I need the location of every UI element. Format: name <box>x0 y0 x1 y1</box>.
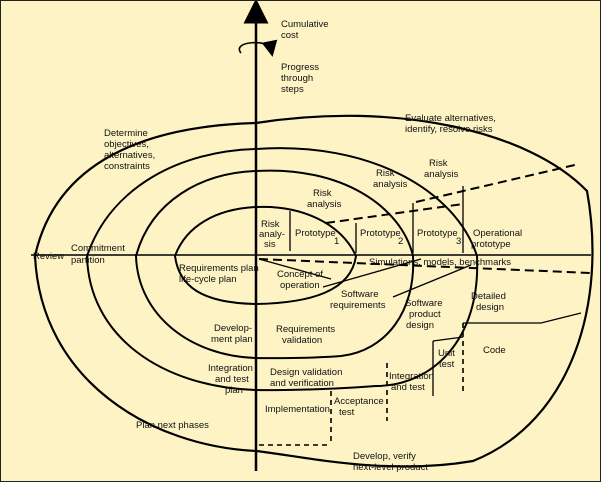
risk-analysis-4-label: Risk analysis <box>424 158 459 180</box>
design-detailed-divider <box>392 264 472 298</box>
prototype-3-label: Prototype <box>417 228 458 239</box>
software-requirements-label: Software requirements <box>330 289 386 311</box>
integration-test-plan-label: Integration and test plan <box>208 363 256 396</box>
unit-test-top <box>432 336 464 342</box>
detailed-design-label: Detailed design <box>471 291 509 313</box>
progress-through-steps-label: Progress through steps <box>281 62 322 95</box>
requirements-plan-label: Requirements plan life-cycle plan <box>179 263 261 285</box>
review-label: Review <box>33 251 64 262</box>
prototype-2-label: Prototype <box>360 228 401 239</box>
integration-and-test-label: Integration and test <box>389 371 437 393</box>
evaluate-alternatives-label: Evaluate alternatives, identify, resolve… <box>405 113 498 135</box>
prototype-1-label: Prototype <box>295 228 336 239</box>
risk-analysis-1-label: Risk analy- sis <box>259 219 288 250</box>
spiral-loop-4 <box>33 114 594 468</box>
spiral-loop-3 <box>85 147 479 392</box>
determine-objectives-label: Determine objectives, alternatives, cons… <box>104 128 158 172</box>
software-product-design-label: Software product design <box>405 298 445 331</box>
dashed-separator-risk-2 <box>325 203 464 224</box>
development-plan-label: Develop- ment plan <box>211 323 255 345</box>
simulations-models-benchmarks-label: Simulations, models, benchmarks <box>369 257 511 268</box>
commitment-partition-label: Commitment partition <box>71 243 127 266</box>
code-label: Code <box>483 345 506 356</box>
prototype-1-number: 1 <box>334 236 339 247</box>
progress-rotation-arrow <box>238 39 278 57</box>
plan-next-phases-label: Plan next phases <box>136 420 209 431</box>
develop-verify-label: Develop, verify next-level product <box>353 451 428 473</box>
concept-of-operation-label: Concept of operation <box>277 269 326 291</box>
implementation-label: Implementation <box>265 404 330 415</box>
requirements-design-divider <box>322 258 422 288</box>
risk-analysis-2-label: Risk analysis <box>307 188 342 210</box>
concept-requirements-divider <box>258 258 332 280</box>
operational-prototype-label: Operational prototype <box>471 228 525 250</box>
design-validation-label: Design validation and verification <box>270 367 345 389</box>
acceptance-test-label: Acceptance test <box>334 396 386 418</box>
prototype-3-number: 3 <box>456 236 461 247</box>
detailed-design-code-divider <box>463 312 582 324</box>
prototype-2-number: 2 <box>398 236 403 247</box>
spiral-loop-2 <box>134 169 415 360</box>
cumulative-cost-label: Cumulative cost <box>281 19 331 41</box>
risk-analysis-3-label: Risk analysis <box>373 168 408 190</box>
requirements-validation-label: Requirements validation <box>276 324 338 346</box>
unit-test-label: Unit test <box>438 348 458 370</box>
